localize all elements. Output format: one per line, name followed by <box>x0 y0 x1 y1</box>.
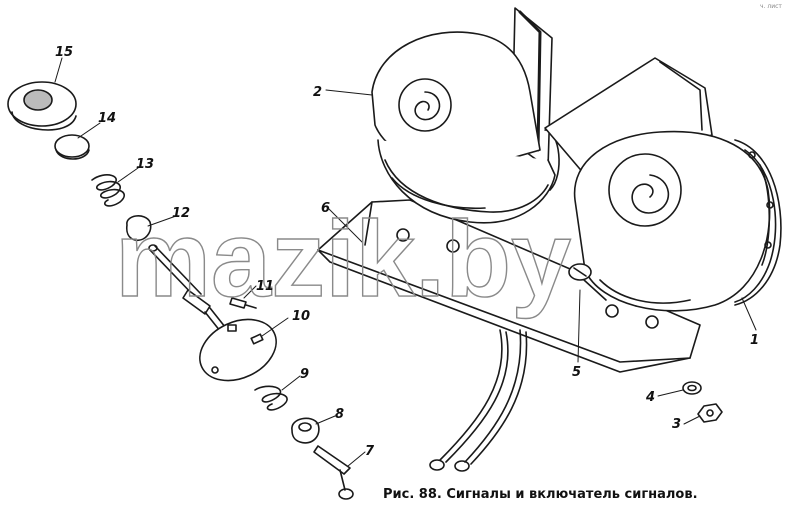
label-2: 2 <box>313 85 322 100</box>
label-8: 8 <box>335 407 344 422</box>
watermark: mazik.by <box>115 198 571 319</box>
label-14: 14 <box>98 111 116 126</box>
horn-switch-assembly <box>7 81 354 500</box>
label-15: 15 <box>55 45 73 60</box>
label-13: 13 <box>136 157 154 172</box>
label-12: 12 <box>172 206 190 221</box>
label-5: 5 <box>572 365 581 380</box>
horn-wires <box>429 329 528 472</box>
horn-rear <box>371 7 560 224</box>
label-4: 4 <box>645 390 655 405</box>
label-6: 6 <box>321 201 330 216</box>
corner-mark: ч. лист <box>760 3 782 10</box>
screw <box>568 263 607 301</box>
mounting-bracket <box>317 199 701 373</box>
figure-caption: Рис. 88. Сигналы и включатель сигналов. <box>383 487 698 502</box>
label-7: 7 <box>365 444 375 459</box>
label-1: 1 <box>750 333 759 348</box>
label-9: 9 <box>300 367 309 382</box>
part-labels: 2 6 1 5 4 3 15 14 13 12 11 10 9 8 7 <box>55 45 759 459</box>
leader-lines <box>54 57 757 467</box>
nut <box>697 403 723 423</box>
label-10: 10 <box>292 309 310 324</box>
horn-front <box>544 57 782 312</box>
washer <box>682 381 702 395</box>
label-11: 11 <box>256 279 274 294</box>
label-3: 3 <box>672 417 681 432</box>
